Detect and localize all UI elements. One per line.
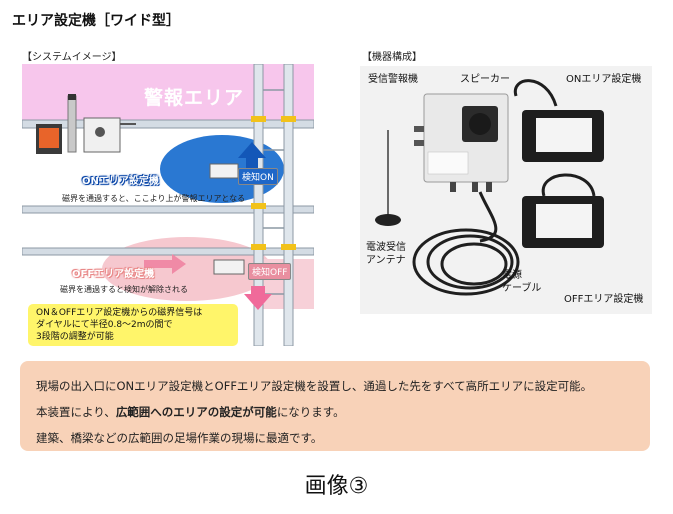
equipment-label: 【機器構成】: [362, 52, 422, 63]
description-line-1: 現場の出入口にONエリア設定機とOFFエリア設定機を設置し、通過した先をすべて高…: [36, 379, 593, 393]
on-unit-photo-label: ONエリア設定機: [566, 74, 642, 85]
off-unit-label: OFFエリア設定機: [72, 269, 155, 280]
equipment-illustration: [360, 66, 652, 314]
antenna-label-line2: アンテナ: [366, 255, 406, 266]
system-image: 警報エリア ONエリア設定機 磁界を通過すると、ここより上が警報エリアとなる 検…: [22, 64, 314, 346]
on-caption: 磁界を通過すると、ここより上が警報エリアとなる: [62, 194, 246, 203]
off-caption: 磁界を通過すると検知が解除される: [60, 285, 188, 294]
on-unit-label: ONエリア設定機: [82, 176, 159, 187]
image-caption: 画像③: [304, 474, 369, 499]
alarm-area-label: 警報エリア: [144, 87, 245, 109]
system-image-label: 【システムイメージ】: [22, 52, 122, 63]
on-badge: 検知ON: [238, 168, 278, 185]
info-line: ダイヤルにて半径0.8～2mの間で: [36, 320, 173, 330]
equipment-photo: 受信警報機 スピーカー ONエリア設定機 電波受信 アンテナ 電源 ケーブル O…: [360, 66, 652, 314]
scaffold-illustration: [22, 64, 314, 346]
description-line-2-pre: 本装置により、: [36, 405, 116, 419]
antenna-base: [375, 214, 401, 226]
receiver-label: 受信警報機: [368, 74, 418, 85]
page-title: エリア設定機［ワイド型］: [12, 13, 180, 29]
speaker-label: スピーカー: [460, 74, 510, 85]
cable-label-line2: ケーブル: [502, 283, 542, 294]
description-line-2-bold: 広範囲へのエリアの設定が可能: [115, 405, 277, 419]
off-badge: 検知OFF: [248, 263, 292, 280]
description-box: 現場の出入口にONエリア設定機とOFFエリア設定機を設置し、通過した先をすべて高…: [20, 361, 650, 451]
description-line-2: 本装置により、広範囲へのエリアの設定が可能になります。: [36, 399, 634, 425]
description-line-3: 建築、橋梁などの広範囲の足場作業の現場に最適です。: [36, 431, 323, 445]
cable-label-line1: 電源: [502, 270, 522, 281]
info-line: 3段階の調整が可能: [36, 332, 114, 342]
off-unit-photo-label: OFFエリア設定機: [564, 294, 644, 305]
antenna-label-line1: 電波受信: [366, 242, 406, 253]
description-line-2-post: になります。: [276, 405, 345, 419]
info-box: ON＆OFFエリア設定機からの磁界信号は ダイヤルにて半径0.8～2mの間で 3…: [28, 304, 238, 346]
info-line: ON＆OFFエリア設定機からの磁界信号は: [36, 308, 203, 318]
